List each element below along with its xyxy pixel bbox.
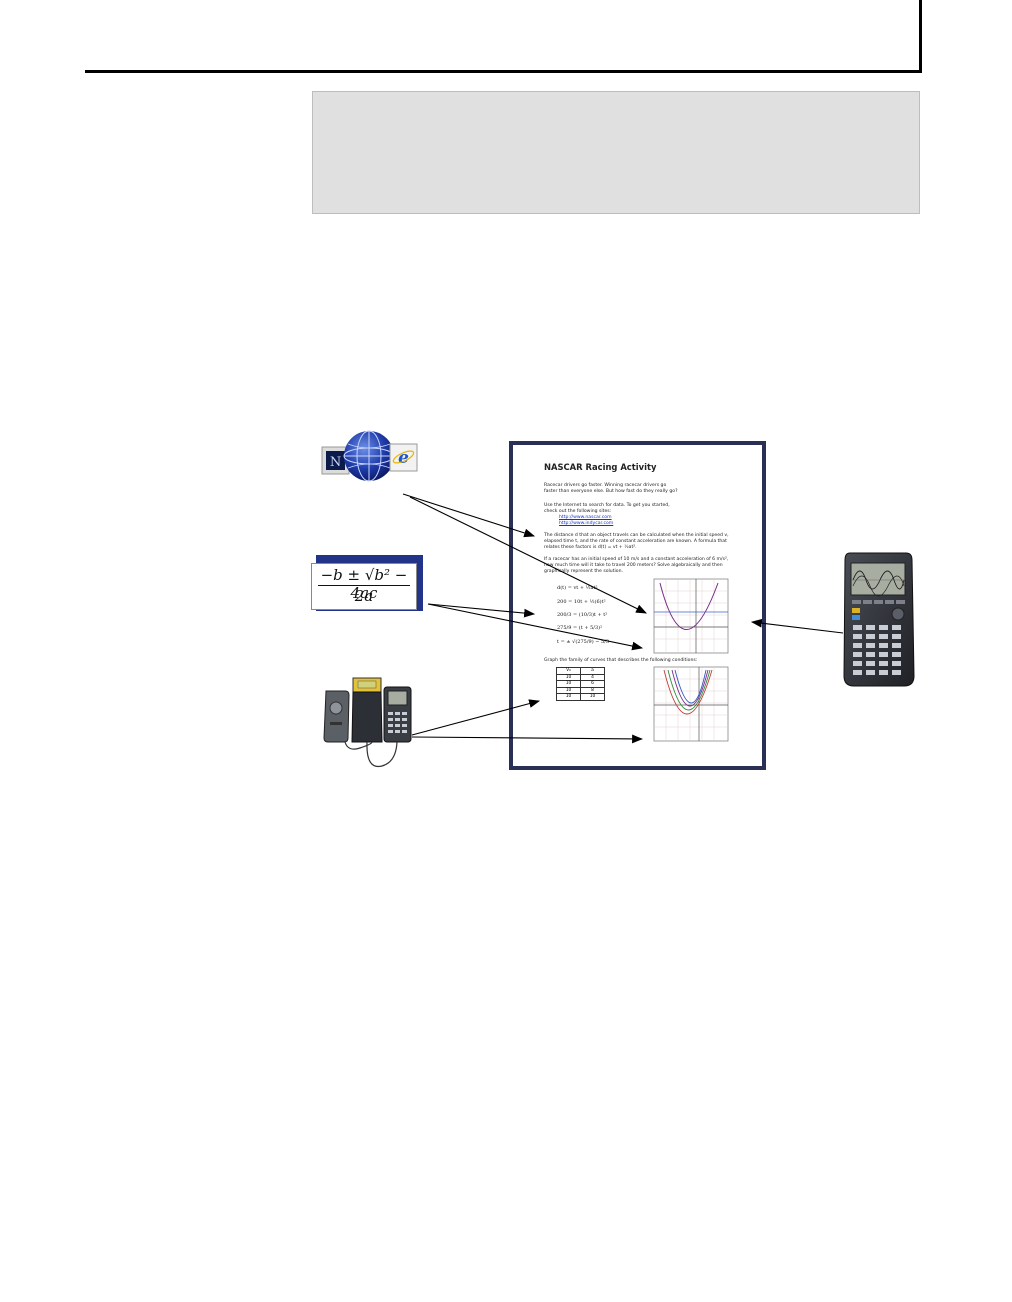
table-cell: 4 <box>580 673 605 681</box>
note-box <box>312 91 920 214</box>
formula-fraction-bar <box>318 585 410 587</box>
document-intro-line: faster than everyone else. But how fast … <box>544 489 678 494</box>
graphing-calculator-icon <box>843 552 915 687</box>
document-title: NASCAR Racing Activity <box>544 462 657 472</box>
document-equation: 200/3 = (10/3)t + t² <box>557 612 608 618</box>
formula-numerator: −b ± √b² − 4ac <box>320 566 408 602</box>
table-cell: 8 <box>580 686 605 694</box>
quadratic-formula-card: −b ± √b² − 4ac 2a <box>311 563 417 610</box>
document-equation: d(t) = vt + ½at² <box>557 585 598 591</box>
table-cell: a <box>580 667 605 675</box>
document-equation: t = ± √(275/9) − 5/3 <box>557 639 610 645</box>
netscape-icon: N <box>321 446 350 475</box>
netscape-letter: N <box>330 455 341 470</box>
margin-rule <box>919 0 922 73</box>
table-cell: 10 <box>556 693 581 701</box>
document-link[interactable]: http://www.indycar.com <box>559 521 614 526</box>
data-collection-devices-icon <box>323 677 412 768</box>
table-cell: 10 <box>580 693 605 701</box>
globe-icon <box>343 430 395 482</box>
document-equation: 200 = 10t + ½(6)t² <box>557 599 606 605</box>
document-problem-line: graphically represent the solution. <box>544 569 623 574</box>
header-rule <box>85 70 922 73</box>
document-equation: 275/9 = (t + 5/3)² <box>557 625 603 631</box>
activity-document: NASCAR Racing Activity Racecar drivers g… <box>513 445 762 766</box>
document-intro-line: Racecar drivers go faster. Winning racec… <box>544 483 667 488</box>
formula-denominator: 2a <box>354 587 374 605</box>
document-distance-line: relates these factors is d(t) = vt + ½at… <box>544 545 637 550</box>
table-cell: 6 <box>580 680 605 688</box>
internet-explorer-icon: e <box>389 443 418 472</box>
document-graph-text: Graph the family of curves that describe… <box>544 658 698 663</box>
ie-letter: e <box>398 448 409 468</box>
